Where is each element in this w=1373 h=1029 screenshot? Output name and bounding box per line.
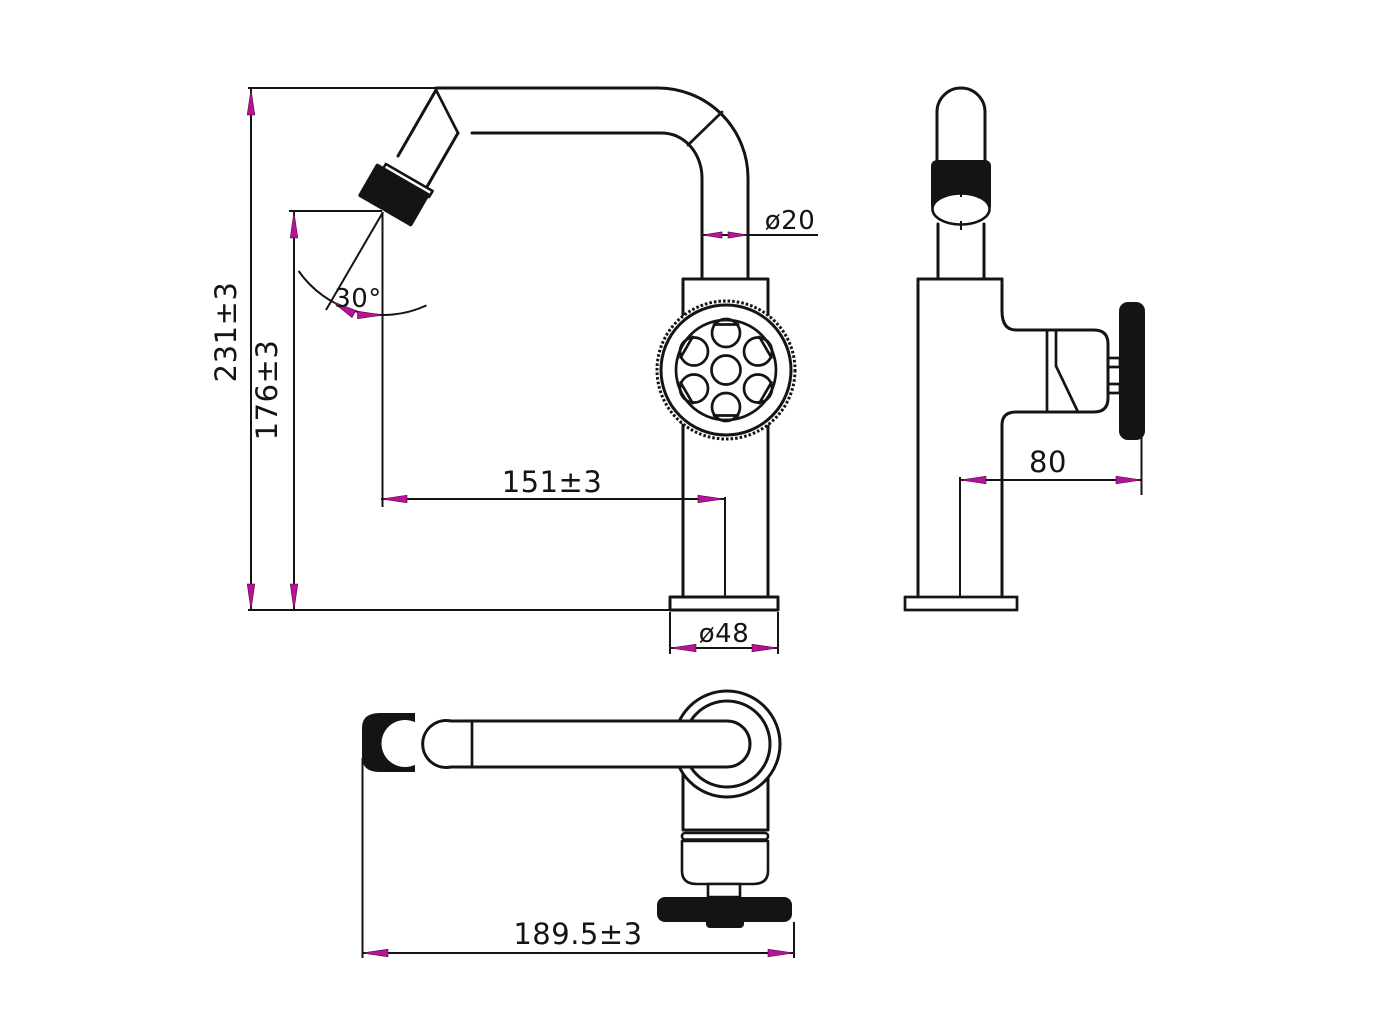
dim-label-handle-projection: 80 [1029,445,1067,479]
spout-joint-seam-left [434,88,460,135]
handle-wheel-hole [678,373,710,404]
aerator-face-cut [381,720,429,767]
handle-wheel-tab [706,914,744,928]
spout-inner-edge [470,131,704,281]
boss-diagonal [1054,364,1080,414]
arrowhead [669,643,697,653]
handle-wheel-top-view [657,897,792,922]
handle-wheel-hole [710,391,742,423]
handle-wheel-hole [678,336,710,367]
handle-stem-upper [1106,356,1122,369]
arrowhead [289,583,299,611]
base-flange-front [668,595,780,612]
base-flange-side [903,595,1019,612]
dim-label-base-diameter: ø48 [699,619,750,649]
arrowhead [380,494,408,504]
dim-label-overall-height: 231±3 [209,282,243,383]
handle-stem-top-view [706,882,742,899]
side-view: 80 [903,86,1145,612]
arrowhead [357,310,384,320]
valve-boss-outline [1000,309,1110,427]
handle-stem-lower [1106,382,1122,395]
angle-arc [297,270,427,316]
arrowhead [767,948,795,958]
dim-label-spout-reach: 151±3 [502,465,603,499]
arrowhead [246,88,256,116]
handle-boss-top-view [680,839,770,886]
dim-label-spout-angle: 30° [334,284,382,314]
arrowhead [361,948,389,958]
arrowhead [289,211,299,239]
aerator-tip [358,163,430,227]
arrowhead [959,475,987,485]
reference-line-spout-axis [325,211,384,311]
handle-wheel-edge [1119,302,1145,440]
dim-label-spout-height: 176±3 [250,340,284,441]
spout-end-cap [935,86,987,114]
hole-chord [758,335,773,359]
handle-wheel-center-hole [710,354,742,386]
arrowhead [751,643,779,653]
dim-label-spout-diameter: ø20 [765,206,816,236]
spout-outer-edge [434,86,750,281]
aerator-face [931,192,991,226]
front-view: 231±3 176±3 151±3 30° ø20 ø48 [209,86,818,654]
handle-wheel-hole [710,317,742,349]
arrowhead [1115,475,1143,485]
spout-nose-upper-edge [396,88,438,158]
arrowhead [331,300,357,318]
handle-wheel-outer [659,303,793,437]
handle-wheel-hole [742,373,774,404]
handle-wheel-knurled-rim [655,299,797,441]
dim-label-overall-depth: 189.5±3 [513,917,642,951]
hole-chord [758,381,773,405]
arrowhead [727,231,749,239]
spout-bend-seam [686,110,724,147]
hole-chord [679,381,694,405]
handle-wheel-hole [742,336,774,367]
hole-chord [679,335,694,359]
body-groove [680,831,770,841]
arrowhead [697,494,725,504]
spout-tube-top-view [421,719,752,769]
top-view: 189.5±3 [361,689,795,958]
arrowhead [246,583,256,611]
arrowhead [701,231,723,239]
